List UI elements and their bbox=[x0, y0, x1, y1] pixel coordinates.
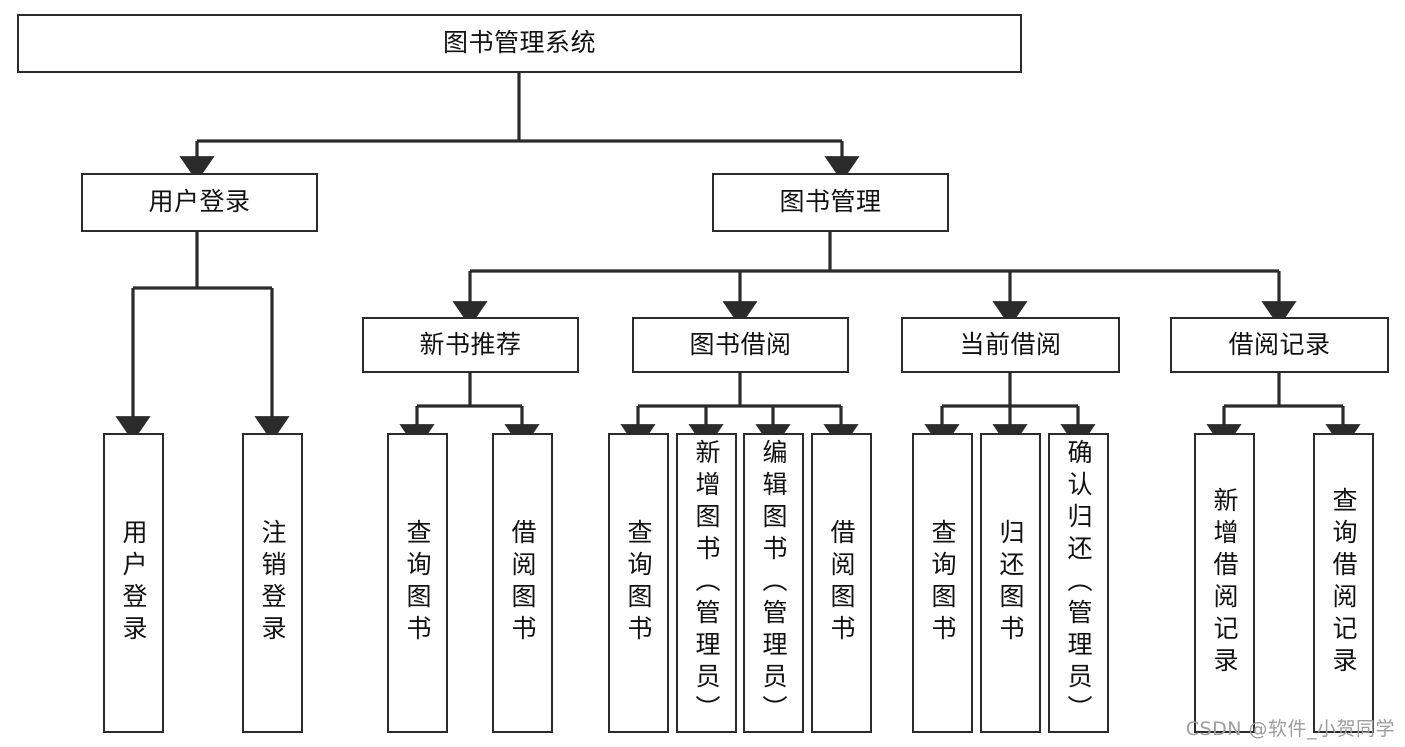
node-label: 查询图书 bbox=[928, 519, 957, 647]
leaf-new-book-query-books[interactable]: 查询图书 bbox=[387, 433, 448, 733]
node-label: 用户登录 bbox=[119, 519, 148, 647]
node-label: 查询借阅记录 bbox=[1329, 487, 1358, 679]
leaf-user-login-logout[interactable]: 注销登录 bbox=[242, 433, 303, 733]
node-book-borrow[interactable]: 图书借阅 bbox=[632, 317, 849, 373]
leaf-book-borrow-query-books[interactable]: 查询图书 bbox=[608, 433, 669, 733]
node-borrow-record[interactable]: 借阅记录 bbox=[1170, 317, 1389, 373]
node-label: 确认归还（管理员） bbox=[1064, 439, 1093, 727]
leaf-book-borrow-edit-book-admin[interactable]: 编辑图书（管理员） bbox=[743, 433, 804, 733]
node-label: 图书管理 bbox=[779, 187, 882, 217]
leaf-book-borrow-borrow-books[interactable]: 借阅图书 bbox=[811, 433, 872, 733]
leaf-borrow-record-query-record[interactable]: 查询借阅记录 bbox=[1313, 433, 1374, 733]
node-label: 新增图书（管理员） bbox=[692, 439, 721, 727]
node-label: 当前借阅 bbox=[959, 329, 1062, 359]
node-label: 借阅图书 bbox=[508, 519, 537, 647]
node-label: 借阅图书 bbox=[827, 519, 856, 647]
leaf-borrow-record-add-record[interactable]: 新增借阅记录 bbox=[1194, 433, 1255, 733]
node-root-book-management-system[interactable]: 图书管理系统 bbox=[17, 14, 1022, 73]
node-label: 查询图书 bbox=[624, 519, 653, 647]
leaf-book-borrow-add-book-admin[interactable]: 新增图书（管理员） bbox=[676, 433, 737, 733]
node-label: 新书推荐 bbox=[419, 329, 522, 359]
node-label: 用户登录 bbox=[148, 187, 251, 217]
leaf-current-borrow-query-books[interactable]: 查询图书 bbox=[912, 433, 973, 733]
node-user-login[interactable]: 用户登录 bbox=[81, 173, 318, 232]
node-label: 归还图书 bbox=[996, 519, 1025, 647]
node-label: 注销登录 bbox=[258, 519, 287, 647]
leaf-current-borrow-confirm-return-admin[interactable]: 确认归还（管理员） bbox=[1048, 433, 1109, 733]
watermark-text: CSDN @软件_小贺同学 bbox=[1185, 718, 1395, 740]
node-label: 查询图书 bbox=[403, 519, 432, 647]
leaf-user-login-login[interactable]: 用户登录 bbox=[103, 433, 164, 733]
leaf-current-borrow-return-books[interactable]: 归还图书 bbox=[980, 433, 1041, 733]
node-new-book-recommend[interactable]: 新书推荐 bbox=[362, 317, 579, 373]
node-label: 借阅记录 bbox=[1228, 329, 1331, 359]
node-label: 编辑图书（管理员） bbox=[759, 439, 788, 727]
leaf-new-book-borrow-books[interactable]: 借阅图书 bbox=[492, 433, 553, 733]
node-label: 图书管理系统 bbox=[442, 28, 596, 58]
node-label: 新增借阅记录 bbox=[1210, 487, 1239, 679]
node-book-management[interactable]: 图书管理 bbox=[712, 173, 949, 232]
node-current-borrow[interactable]: 当前借阅 bbox=[901, 317, 1120, 373]
node-label: 图书借阅 bbox=[689, 329, 792, 359]
